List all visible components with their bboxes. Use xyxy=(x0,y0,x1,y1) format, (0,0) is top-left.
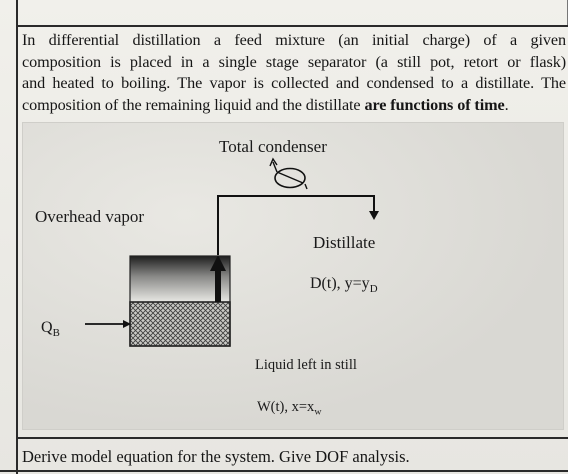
label-overhead-vapor: Overhead vapor xyxy=(35,207,145,226)
liquid-hatch xyxy=(129,301,231,347)
heat-input-text: Q xyxy=(41,319,53,336)
vapor-space xyxy=(130,256,230,302)
label-liquid-left: Liquid left in still xyxy=(255,357,357,373)
distillate-flow-text: D(t), y=y xyxy=(310,275,370,292)
vapor-arrow xyxy=(210,255,226,302)
label-distillate-flow: D(t), y=yD xyxy=(310,275,378,295)
question-text: Derive model equation for the system. Gi… xyxy=(22,447,410,466)
description-paragraph: In differential distillation a feed mixt… xyxy=(22,30,566,116)
table-border-bottom xyxy=(0,470,568,472)
table-border-middle xyxy=(16,437,568,439)
label-distillate: Distillate xyxy=(313,233,376,252)
overhead-line xyxy=(217,195,375,255)
heat-input-subscript: B xyxy=(52,326,60,339)
diagram-drawing xyxy=(85,157,379,347)
distillate-flow-subscript: D xyxy=(369,282,378,295)
still-pot xyxy=(129,255,231,347)
label-still-flow: W(t), x=xw xyxy=(257,399,321,417)
paragraph-emphasis: are functions of time xyxy=(364,95,505,114)
condenser-symbol xyxy=(269,157,308,190)
distillation-diagram: Total condenser Overhead vapor Distillat… xyxy=(22,122,564,430)
label-heat-input: QB xyxy=(41,319,60,339)
paragraph-line-4-text: composition of the remaining liquid and … xyxy=(22,95,365,114)
still-flow-subscript: w xyxy=(314,406,322,418)
paragraph-line-3: and heated to boiling. The vapor is coll… xyxy=(22,74,566,92)
table-border-top xyxy=(16,25,568,27)
paragraph-line-1: In differential distillation a feed mixt… xyxy=(22,31,566,49)
label-total-condenser: Total condenser xyxy=(219,137,327,156)
table-border-left xyxy=(16,0,18,474)
paragraph-line-2: composition is placed in a single stage … xyxy=(22,52,566,71)
paragraph-period: . xyxy=(504,95,509,114)
still-flow-text: W(t), x=x xyxy=(257,399,315,415)
heat-arrow-head xyxy=(123,320,131,328)
distillate-arrow xyxy=(369,211,379,220)
paragraph-line-4: composition of the remaining liquid and … xyxy=(22,95,566,117)
